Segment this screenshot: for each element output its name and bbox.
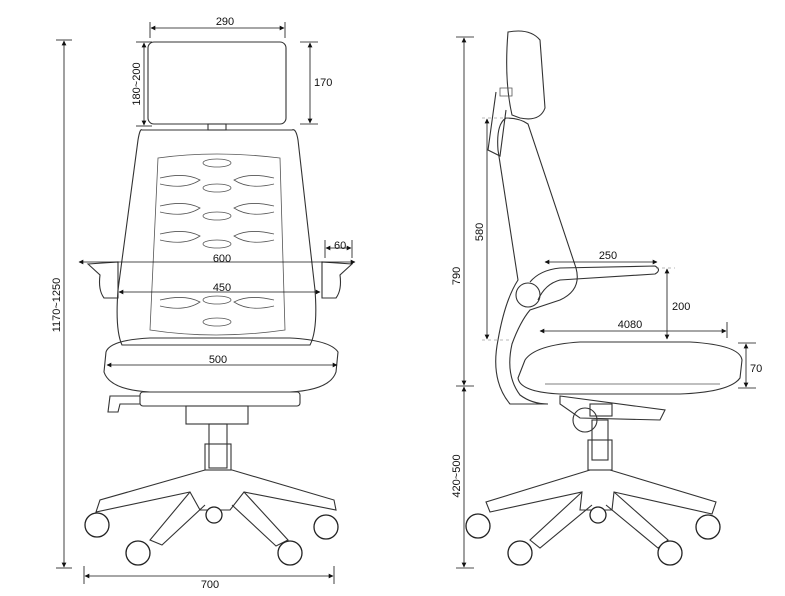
side-armrest-pivot [515, 282, 541, 308]
dim-seat-thickness: 70 [750, 363, 762, 375]
side-caster-5 [589, 506, 607, 524]
side-seat-mechanism [559, 395, 666, 421]
front-left-armrest [86, 261, 119, 299]
dim-seat-width: 500 [209, 354, 227, 366]
front-base-leg-left [149, 491, 206, 546]
front-gas-cylinder [208, 423, 228, 469]
front-view [84, 41, 354, 566]
side-caster-4 [695, 514, 721, 540]
dim-base-width: 700 [201, 579, 219, 591]
dim-armrest-height: 200 [672, 301, 690, 313]
side-gas-housing [589, 403, 613, 417]
front-caster-1 [84, 512, 110, 538]
dim-armrest-span-inner: 450 [213, 282, 231, 294]
front-backrest-mesh [149, 153, 286, 336]
side-dimensions: 790 420~500 580 250 200 4080 70 [451, 36, 762, 569]
front-headrest [147, 41, 287, 125]
front-caster-2 [125, 540, 151, 566]
side-headrest-bracket [487, 91, 507, 157]
front-adjust-lever [107, 395, 140, 413]
side-base-leg-left [529, 491, 593, 549]
front-dimensions: 290 180~200 170 1170~1250 600 60 450 500 [51, 16, 356, 591]
dim-headrest-height: 170 [314, 77, 332, 89]
side-armrest [529, 265, 660, 301]
front-headrest-post [207, 123, 227, 131]
front-base-leg-right [231, 491, 289, 547]
front-caster-4 [313, 514, 339, 540]
dim-backrest-height: 580 [474, 223, 486, 241]
front-backrest [116, 129, 317, 346]
front-right-armrest [321, 261, 354, 299]
dim-seat-depth: 4080 [618, 319, 642, 331]
dim-total-height-range: 1170~1250 [51, 278, 63, 333]
front-seat [103, 337, 339, 393]
side-headrest [506, 30, 546, 120]
side-base-leg-right [605, 491, 669, 549]
dim-headrest-width: 290 [216, 16, 234, 28]
dim-side-height: 790 [451, 267, 463, 285]
dim-armrest-length: 250 [599, 250, 617, 262]
side-caster-2 [507, 540, 533, 566]
side-headrest-joint [499, 87, 513, 97]
side-seat [517, 341, 743, 395]
dim-seat-height-range: 420~500 [451, 454, 463, 497]
dim-headrest-height-range: 180~200 [131, 62, 143, 105]
front-gas-housing [185, 405, 249, 425]
front-seat-mechanism [139, 391, 301, 407]
side-view [465, 30, 743, 566]
dim-armrest-width: 60 [334, 240, 346, 252]
front-caster-5 [205, 506, 223, 524]
front-mesh-pattern [159, 158, 275, 327]
side-caster-1 [465, 513, 491, 539]
side-caster-3 [657, 540, 683, 566]
dim-armrest-span-outer: 600 [213, 253, 231, 265]
front-star-base [95, 469, 337, 513]
front-caster-3 [277, 540, 303, 566]
side-backrest [495, 117, 578, 405]
